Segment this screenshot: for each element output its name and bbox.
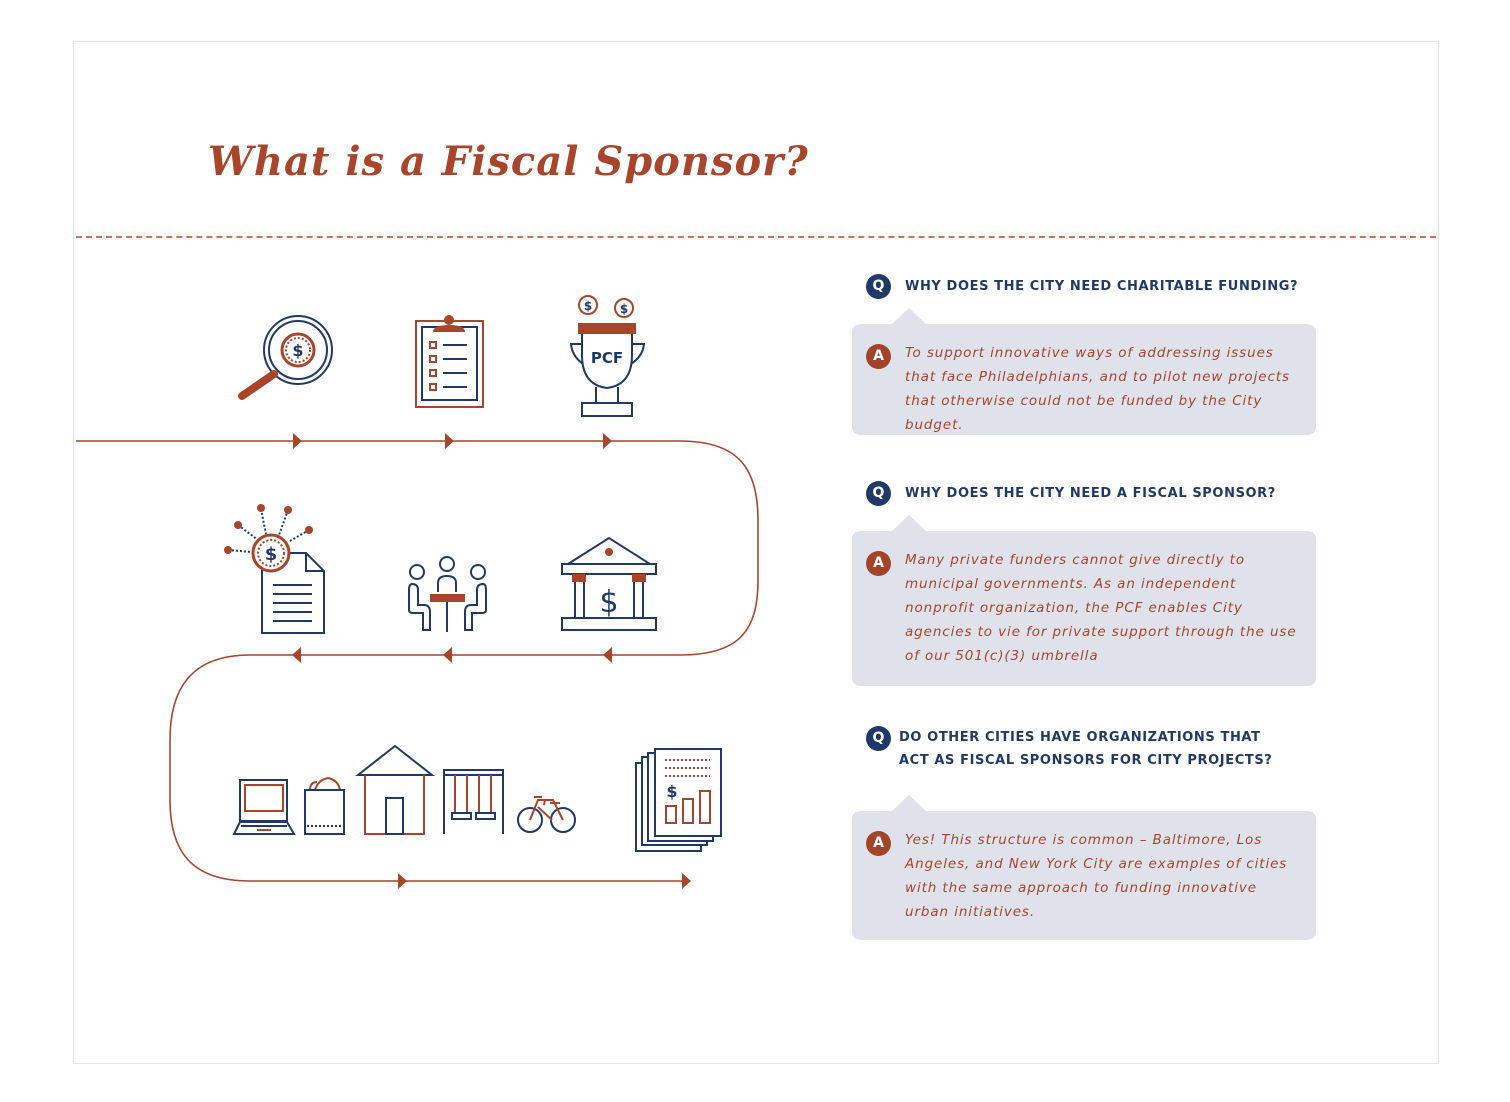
question-line: DO OTHER CITIES HAVE ORGANIZATIONS THAT	[899, 730, 1261, 745]
arrow-right-marker	[293, 433, 302, 449]
pcf-trophy-icon: $ $ PCF	[569, 295, 646, 417]
dashed-divider	[76, 236, 1436, 238]
question-badge: Q	[866, 726, 891, 751]
answer-text: Yes! This structure is common – Baltimor…	[905, 832, 1288, 920]
answer-text: Many private funders cannot give directl…	[905, 552, 1297, 664]
answer-badge: A	[866, 344, 891, 369]
bicycle-icon	[517, 796, 576, 833]
svg-text:$: $	[584, 299, 592, 313]
answer-badge: A	[866, 831, 891, 856]
clipboard-checklist-icon	[415, 315, 484, 408]
answer-text: To support innovative ways of addressing…	[905, 345, 1290, 433]
magnifier-dollar-icon: $	[238, 315, 333, 400]
svg-text:$: $	[620, 302, 628, 316]
grocery-bag-icon	[304, 776, 345, 835]
page-title: What is a Fiscal Sponsor?	[208, 138, 809, 185]
financial-report-icon: $	[635, 748, 722, 852]
arrow-left-marker	[603, 647, 612, 663]
laptop-icon	[232, 779, 296, 835]
arrow-right-marker	[445, 433, 454, 449]
swing-set-icon	[443, 769, 504, 834]
question-line: ACT AS FISCAL SPONSORS FOR CITY PROJECTS…	[899, 753, 1273, 768]
answer-box: A To support innovative ways of addressi…	[852, 308, 1316, 435]
flow-path	[76, 440, 759, 882]
answer-box: A Many private funders cannot give direc…	[852, 515, 1316, 686]
house-icon	[355, 744, 435, 835]
question-text: WHY DOES THE CITY NEED A FISCAL SPONSOR?	[905, 486, 1276, 501]
question-badge: Q	[866, 481, 891, 506]
trophy-label: PCF	[591, 349, 623, 367]
arrow-right-marker	[603, 433, 612, 449]
question-badge: Q	[866, 274, 891, 299]
arrow-left-marker	[292, 647, 301, 663]
question-text: DO OTHER CITIES HAVE ORGANIZATIONS THAT …	[899, 726, 1272, 772]
svg-text:$: $	[265, 544, 278, 565]
document-dollar-network-icon: $	[224, 504, 325, 634]
svg-text:$: $	[292, 341, 303, 360]
arrow-right-marker	[398, 873, 407, 889]
answer-badge: A	[866, 551, 891, 576]
question-text: WHY DOES THE CITY NEED CHARITABLE FUNDIN…	[905, 279, 1299, 294]
arrow-right-marker	[682, 873, 691, 889]
svg-text:$: $	[666, 782, 677, 801]
bank-dollar-icon: $	[561, 536, 657, 631]
arrow-left-marker	[443, 647, 452, 663]
meeting-table-icon	[408, 556, 487, 632]
svg-text:$: $	[599, 585, 618, 620]
answer-box: A Yes! This structure is common – Baltim…	[852, 795, 1316, 940]
